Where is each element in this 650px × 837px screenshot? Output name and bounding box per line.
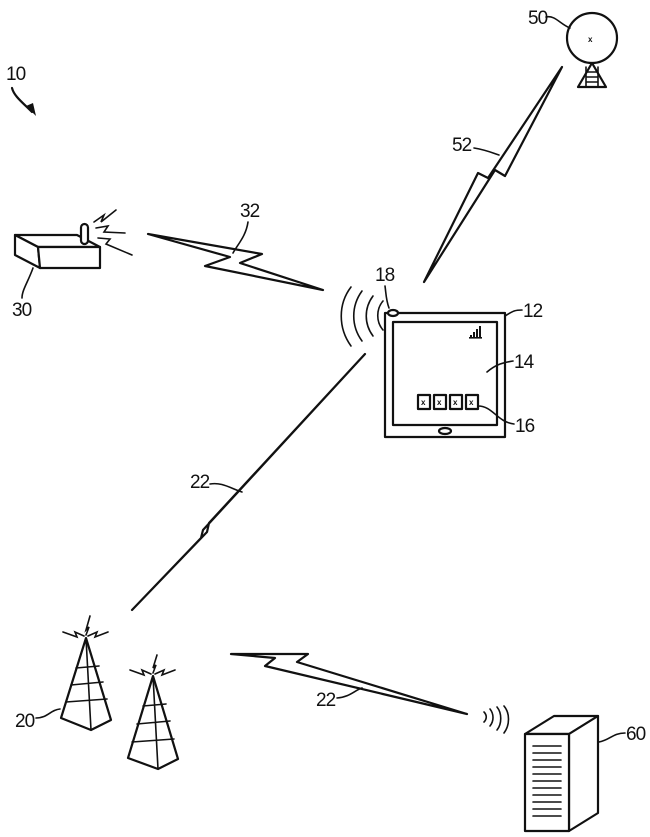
- tower-signal-icon: [129, 668, 152, 677]
- app-icon: [416, 393, 432, 411]
- label-10: 10: [6, 64, 26, 85]
- tower-link-bolt-icon: [130, 352, 367, 612]
- router-link-leader: [232, 221, 249, 254]
- cell-tower-1: 20: [15, 615, 113, 732]
- label-52: 52: [452, 135, 472, 156]
- tower-leader: [35, 708, 61, 719]
- tower-lattice: [131, 675, 175, 770]
- screen-leader: [486, 360, 514, 373]
- router-link-bolt-icon: [146, 232, 325, 292]
- server-link: 22: [229, 652, 510, 734]
- server-leader: [598, 732, 626, 743]
- app-icons: x x x x: [416, 393, 480, 411]
- tower-link-leader: [209, 482, 243, 493]
- app-icon-glyph: x: [469, 398, 474, 407]
- app-icon: [432, 393, 448, 411]
- home-button: [437, 426, 453, 436]
- reference-arrow-head-icon: [26, 103, 36, 116]
- satellite: x 50: [528, 8, 619, 89]
- app-icon-glyph: x: [453, 398, 458, 407]
- satellite-link-bolt-icon: [422, 65, 564, 284]
- app-icon: [464, 393, 480, 411]
- label-50: 50: [528, 8, 548, 29]
- router: 30: [12, 209, 133, 321]
- device-signal-waves-icon: [340, 286, 384, 347]
- tower-signal-icon: [152, 654, 158, 674]
- antenna-leader: [384, 285, 390, 309]
- label-16: 16: [515, 416, 535, 437]
- label-18: 18: [375, 265, 395, 286]
- system-reference: 10: [6, 64, 36, 116]
- tower-signal-icon: [87, 630, 109, 639]
- server-signal-waves-icon: [483, 705, 510, 734]
- tower-link: 22: [130, 352, 367, 612]
- satellite-glyph: x: [588, 35, 593, 44]
- server-front: [523, 732, 571, 833]
- tower-signal-icon: [84, 615, 91, 636]
- app-icon-glyph: x: [437, 398, 442, 407]
- cell-tower-2: [126, 654, 180, 771]
- reference-arrow-shaft: [10, 86, 34, 114]
- app-icon: [448, 393, 464, 411]
- label-60: 60: [626, 724, 646, 745]
- server-link-bolt-icon: [229, 652, 469, 716]
- satellite-link: 52: [422, 65, 564, 284]
- router-leader: [21, 267, 34, 299]
- mobile-device: x x x x 18 12 14 16: [340, 265, 544, 439]
- cell-towers: 20: [15, 615, 180, 771]
- tower-lattice: [65, 637, 108, 731]
- router-front: [36, 245, 102, 270]
- server-vents: [532, 745, 562, 817]
- label-14: 14: [514, 352, 535, 373]
- satellite-link-leader: [473, 147, 500, 156]
- satellite-leader: [545, 15, 571, 29]
- router-antenna-icon: [79, 222, 90, 246]
- satellite-stand: [576, 61, 608, 89]
- icons-leader: [477, 405, 515, 425]
- label-22-lower: 22: [316, 690, 336, 711]
- label-32: 32: [240, 201, 260, 222]
- label-12: 12: [523, 301, 543, 322]
- label-20: 20: [15, 711, 35, 732]
- server-link-leader: [336, 687, 363, 699]
- device-antenna: [386, 308, 400, 318]
- satellite-ladder: [585, 66, 599, 88]
- router-signal-icon: [95, 224, 126, 234]
- device-leader: [504, 309, 523, 317]
- server: 60: [523, 714, 647, 833]
- tower-signal-icon: [62, 630, 85, 639]
- label-22-upper: 22: [190, 472, 210, 493]
- tower-signal-icon: [154, 668, 176, 677]
- router-signal-icon: [93, 209, 117, 223]
- app-icon-glyph: x: [421, 398, 426, 407]
- label-30: 30: [12, 300, 32, 321]
- router-link: 32: [146, 201, 325, 292]
- router-signal-icon: [97, 237, 133, 256]
- server-side: [567, 714, 600, 833]
- signal-strength-icon: [469, 326, 482, 339]
